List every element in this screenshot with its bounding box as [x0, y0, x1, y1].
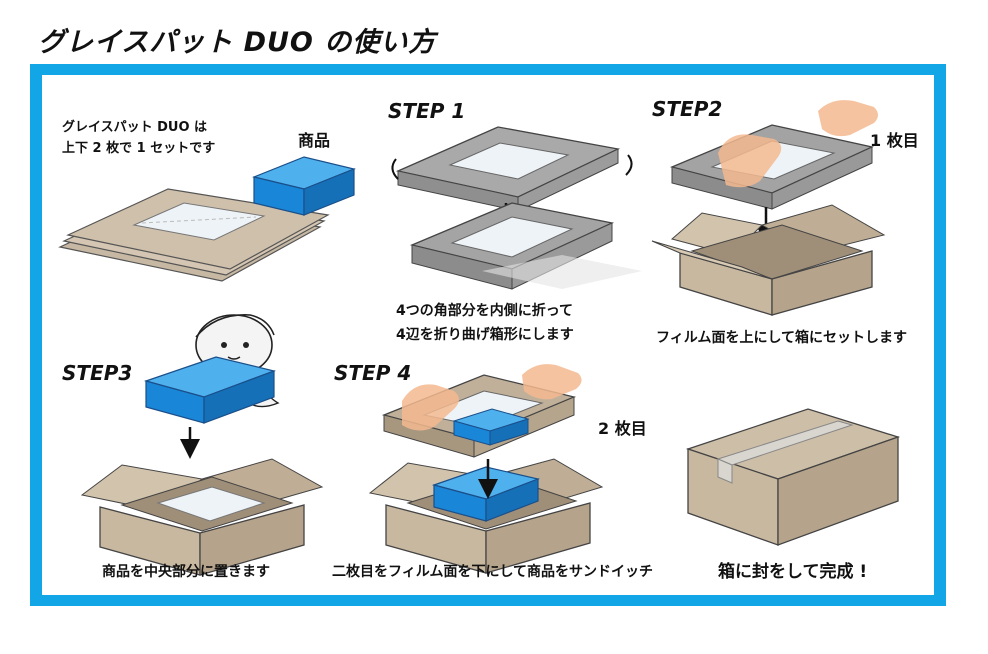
product-box-icon — [143, 356, 277, 424]
instruction-panel: グレイスパット DUO は 上下 2 枚で 1 セットです 商品 STEP 1 … — [42, 75, 934, 595]
step4-label: STEP 4 — [334, 361, 412, 385]
step1-caption-line-1: 4つの角部分を内側に折って — [396, 303, 574, 319]
step4-caption: 二枚目をフィルム面を下にして商品をサンドイッチ — [332, 564, 654, 580]
illustration-layer — [58, 100, 901, 576]
intro-line-1: グレイスパット DUO は — [62, 120, 208, 135]
step1-caption: 4つの角部分を内側に折って 4辺を折り曲げ箱形にします — [396, 299, 574, 347]
instruction-frame: グレイスパット DUO は 上下 2 枚で 1 セットです 商品 STEP 1 … — [30, 64, 946, 606]
step1-caption-line-2: 4辺を折り曲げ箱形にします — [396, 327, 574, 343]
step4-note: 2 枚目 — [598, 419, 647, 438]
rotate-arrow-icon — [391, 158, 399, 180]
cardboard-box-icon — [651, 204, 886, 316]
step2-label: STEP2 — [652, 97, 723, 121]
final-caption: 箱に封をして完成 ! — [718, 562, 868, 582]
folded-tray-icon — [409, 202, 642, 290]
step1-label: STEP 1 — [388, 99, 466, 123]
intro-text: グレイスパット DUO は 上下 2 枚で 1 セットです — [62, 117, 215, 159]
tray-stack-icon — [58, 188, 330, 282]
step2-film-tray-icon — [669, 124, 875, 210]
page-title: グレイスパット DUO の使い方 — [38, 27, 437, 58]
step2-caption: フィルム面を上にして箱にセットします — [656, 330, 908, 346]
product-box-icon — [252, 156, 356, 216]
step3-label: STEP3 — [62, 361, 133, 385]
intro-line-2: 上下 2 枚で 1 セットです — [62, 141, 216, 156]
cardboard-box-icon — [80, 458, 324, 576]
product-box-icon — [452, 408, 530, 446]
product-label: 商品 — [298, 131, 331, 150]
step2-note: 1 枚目 — [870, 131, 919, 150]
hand-icon — [718, 100, 878, 188]
step1-top-tray-icon — [395, 126, 621, 212]
rotate-arrow-icon — [625, 154, 633, 176]
hand-icon — [402, 364, 582, 431]
step3-caption: 商品を中央部分に置きます — [102, 564, 270, 580]
sealed-box-icon — [685, 408, 901, 546]
